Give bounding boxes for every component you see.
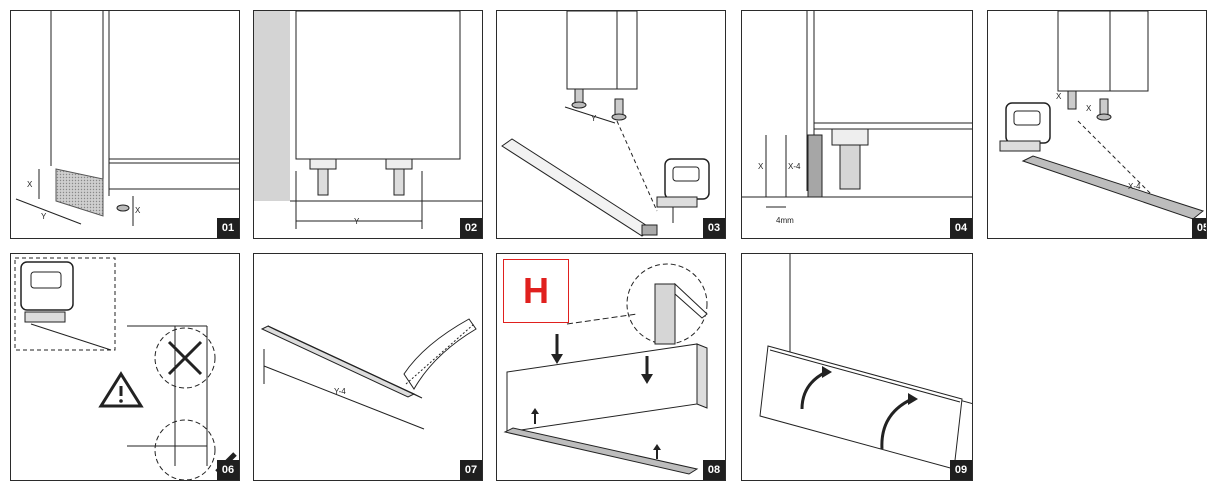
step-07-illustration: Y-4 <box>260 318 477 430</box>
step-02-illustration: Y <box>254 11 482 229</box>
label-y: Y <box>591 114 597 123</box>
label-y: Y <box>41 212 47 221</box>
arrow-down-icon <box>641 356 653 384</box>
step-06-illustration <box>14 257 237 480</box>
step-number-08: 08 <box>703 460 725 480</box>
cross-out-icon <box>167 340 203 376</box>
step-number-04: 04 <box>950 218 972 238</box>
step-09-illustration <box>759 254 972 470</box>
step-number-02: 02 <box>460 218 482 238</box>
step-number-01: 01 <box>217 218 239 238</box>
step-panel-05: X X X-4 05 <box>987 10 1207 239</box>
step-number-03: 03 <box>703 218 725 238</box>
step-panel-06: 06 <box>10 253 240 481</box>
jigsaw-icon <box>20 261 74 323</box>
step-number-09: 09 <box>950 460 972 480</box>
label-x-2: X <box>1086 104 1092 113</box>
step-panel-01: X X Y 01 <box>10 10 240 239</box>
arrow-down-icon <box>551 334 563 364</box>
label-x-2: X <box>135 206 141 215</box>
step-04-illustration: X X-4 4mm <box>742 11 972 225</box>
step-01-illustration: X X Y <box>15 11 239 226</box>
label-y: Y <box>354 217 360 226</box>
step-panel-09: 09 <box>741 253 973 481</box>
label-x-4: X-4 <box>788 162 801 171</box>
jigsaw-icon <box>656 158 710 223</box>
step-panel-08: H 08 <box>496 253 726 481</box>
jigsaw-icon <box>999 102 1051 152</box>
step-03-illustration: Y <box>501 11 710 237</box>
step-number-06: 06 <box>217 460 239 480</box>
label-x-1: X <box>27 180 33 189</box>
step-panel-07: Y-4 07 <box>253 253 483 481</box>
step-number-05: 05 <box>1192 218 1206 238</box>
label-x-4: X-4 <box>1128 182 1141 191</box>
arrow-up-icon <box>653 444 661 459</box>
label-4mm: 4mm <box>776 216 794 225</box>
step-05-illustration: X X X-4 <box>999 11 1205 220</box>
step-08-illustration <box>503 263 708 475</box>
arrow-up-icon <box>531 408 539 424</box>
step-number-07: 07 <box>460 460 482 480</box>
step-panel-03: Y 03 <box>496 10 726 239</box>
highlight-label-h: H <box>503 259 569 323</box>
label-y-4: Y-4 <box>334 387 346 396</box>
step-panel-02: Y 02 <box>253 10 483 239</box>
step-panel-04: X X-4 4mm 04 <box>741 10 973 239</box>
label-x: X <box>758 162 764 171</box>
label-x-1: X <box>1056 92 1062 101</box>
warning-triangle-icon <box>98 371 144 408</box>
